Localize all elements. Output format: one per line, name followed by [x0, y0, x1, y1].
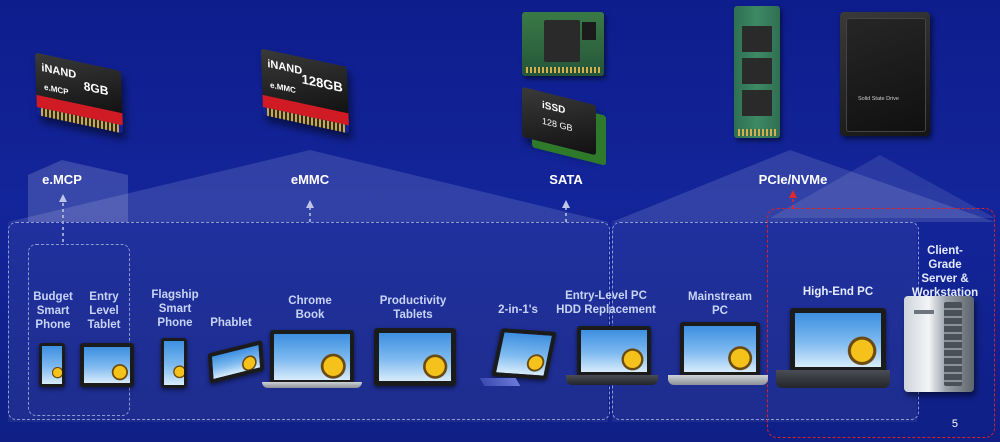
label-client-grade-server: Client-Grade Server & Workstation [911, 245, 979, 299]
mainstream-pc-laptop-screen [680, 322, 760, 376]
category-emmc: eMMC [290, 172, 330, 187]
two-in-one-keyboard [479, 378, 521, 386]
issd-brand-text: iSSD [542, 99, 566, 117]
highend-pc-laptop-screen [790, 308, 886, 372]
m2-ssd-image [734, 6, 780, 138]
sata-ssd-drive-image: Solid State Drive [840, 12, 930, 136]
label-2-in-1s: 2-in-1's [498, 304, 538, 316]
mobile-storage-group-box [8, 222, 610, 420]
highend-highlight-box [767, 208, 995, 438]
label-budget-smart-phone: Budget Smart Phone [33, 291, 73, 331]
server-tower-image [904, 296, 974, 392]
issd-capacity-text: 128 GB [542, 115, 573, 134]
chromebook-screen-image [270, 330, 354, 384]
label-mainstream-pc: Mainstream PC [688, 291, 752, 317]
emcp-group-box [28, 244, 130, 416]
category-emcp: e.MCP [42, 172, 82, 187]
highend-pc-laptop-base [776, 370, 890, 388]
label-phablet: Phablet [210, 317, 252, 329]
flagship-phone-image [161, 338, 187, 388]
chromebook-base-image [262, 382, 362, 388]
entry-tablet-image [80, 343, 134, 387]
productivity-tablet-image [374, 328, 456, 386]
entry-pc-laptop-base [566, 375, 658, 385]
label-entry-level-pc: Entry-Level PC HDD Replacement [556, 290, 656, 316]
label-flagship-smart-phone: Flagship Smart Phone [151, 289, 199, 329]
msata-card-image [522, 12, 604, 76]
label-productivity-tablets: Productivity Tablets [379, 295, 447, 321]
mainstream-pc-laptop-base [668, 375, 768, 385]
ssd-drive-label: Solid State Drive [858, 96, 899, 102]
page-number: 5 [951, 418, 958, 430]
label-high-end-pc: High-End PC [802, 286, 874, 298]
budget-phone-image [39, 343, 65, 387]
category-pcie-nvme: PCIe/NVMe [758, 172, 828, 187]
label-chrome-book: Chrome Book [288, 295, 332, 321]
two-in-one-image [491, 328, 557, 380]
entry-pc-laptop-screen [577, 326, 651, 376]
label-entry-level-tablet: Entry Level Tablet [87, 291, 121, 331]
category-sata: SATA [549, 172, 583, 187]
